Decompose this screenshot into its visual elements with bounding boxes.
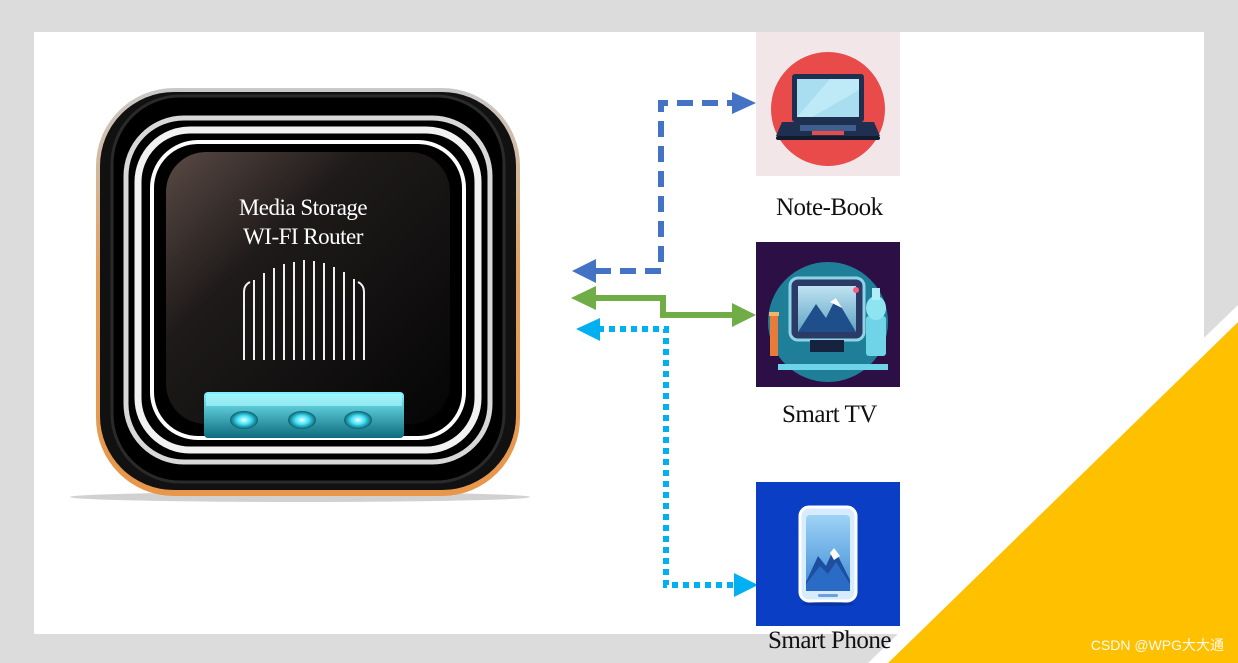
router-icon bbox=[70, 88, 530, 502]
notebook-label: Note-Book bbox=[776, 194, 883, 221]
tv-label: Smart TV bbox=[782, 401, 877, 428]
router-title-line1: Media Storage bbox=[238, 195, 368, 220]
watermark-text: CSDN @WPG大大通 bbox=[1090, 637, 1224, 653]
tv-arrowhead-right bbox=[732, 303, 756, 327]
accent-triangle-edge bbox=[868, 305, 1238, 663]
router-arrowhead-green bbox=[571, 286, 596, 310]
phone-arrowhead-right bbox=[734, 573, 758, 597]
notebook-connection bbox=[595, 100, 734, 274]
phone-connection bbox=[598, 326, 736, 588]
smartphone-icon bbox=[756, 482, 900, 626]
tv-icon bbox=[756, 242, 900, 387]
router-arrowhead-blue bbox=[572, 259, 596, 283]
tv-connection bbox=[594, 295, 734, 318]
laptop-icon bbox=[756, 32, 900, 176]
phone-label: Smart Phone bbox=[768, 627, 891, 654]
router-arrowhead-cyan bbox=[576, 318, 600, 341]
router-title-line2: WI-FI Router bbox=[243, 224, 363, 249]
notebook-arrowhead-right bbox=[732, 92, 756, 114]
